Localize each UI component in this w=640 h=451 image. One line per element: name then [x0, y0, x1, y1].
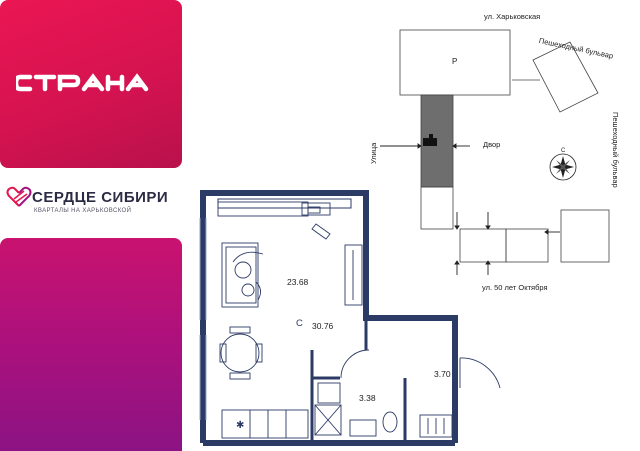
- street-top-label: ул. Харьковская: [484, 12, 541, 21]
- decorative-panel: [0, 238, 182, 451]
- project-subtitle: КВАРТАЛЫ НА ХАРЬКОВСКОЙ: [34, 208, 132, 214]
- project-logo-card: [0, 174, 182, 232]
- boulevard-label-right: Пешеходный бульвар: [611, 112, 620, 188]
- building-block-rotated: [532, 41, 599, 113]
- bathroom-area-label: 3.38: [359, 393, 376, 403]
- svg-text:✱: ✱: [236, 420, 244, 431]
- total-area-label: 30.76: [312, 321, 334, 331]
- project-title: СЕРДЦЕ СИБИРИ: [32, 189, 169, 206]
- street-left-label: Улица: [369, 142, 378, 164]
- compass-icon: С: [549, 148, 577, 181]
- parking-label: P: [452, 57, 458, 66]
- total-area-icon: C: [296, 318, 303, 329]
- building-block: [505, 228, 549, 263]
- courtyard-label: Двор: [483, 140, 501, 149]
- living-area-label: 23.68: [287, 277, 309, 287]
- parking-building: [399, 29, 511, 96]
- svg-text:С: С: [561, 148, 566, 154]
- hallway-area-label: 3.70: [434, 369, 451, 379]
- building-block: [459, 228, 507, 263]
- building-block-south: [420, 186, 454, 230]
- street-bottom-label: ул. 50 лет Октября: [482, 283, 548, 292]
- heart-logo-icon: [6, 186, 32, 207]
- brand-panel: [0, 0, 182, 168]
- building-block: [560, 209, 610, 263]
- entrance-marker: [423, 134, 437, 146]
